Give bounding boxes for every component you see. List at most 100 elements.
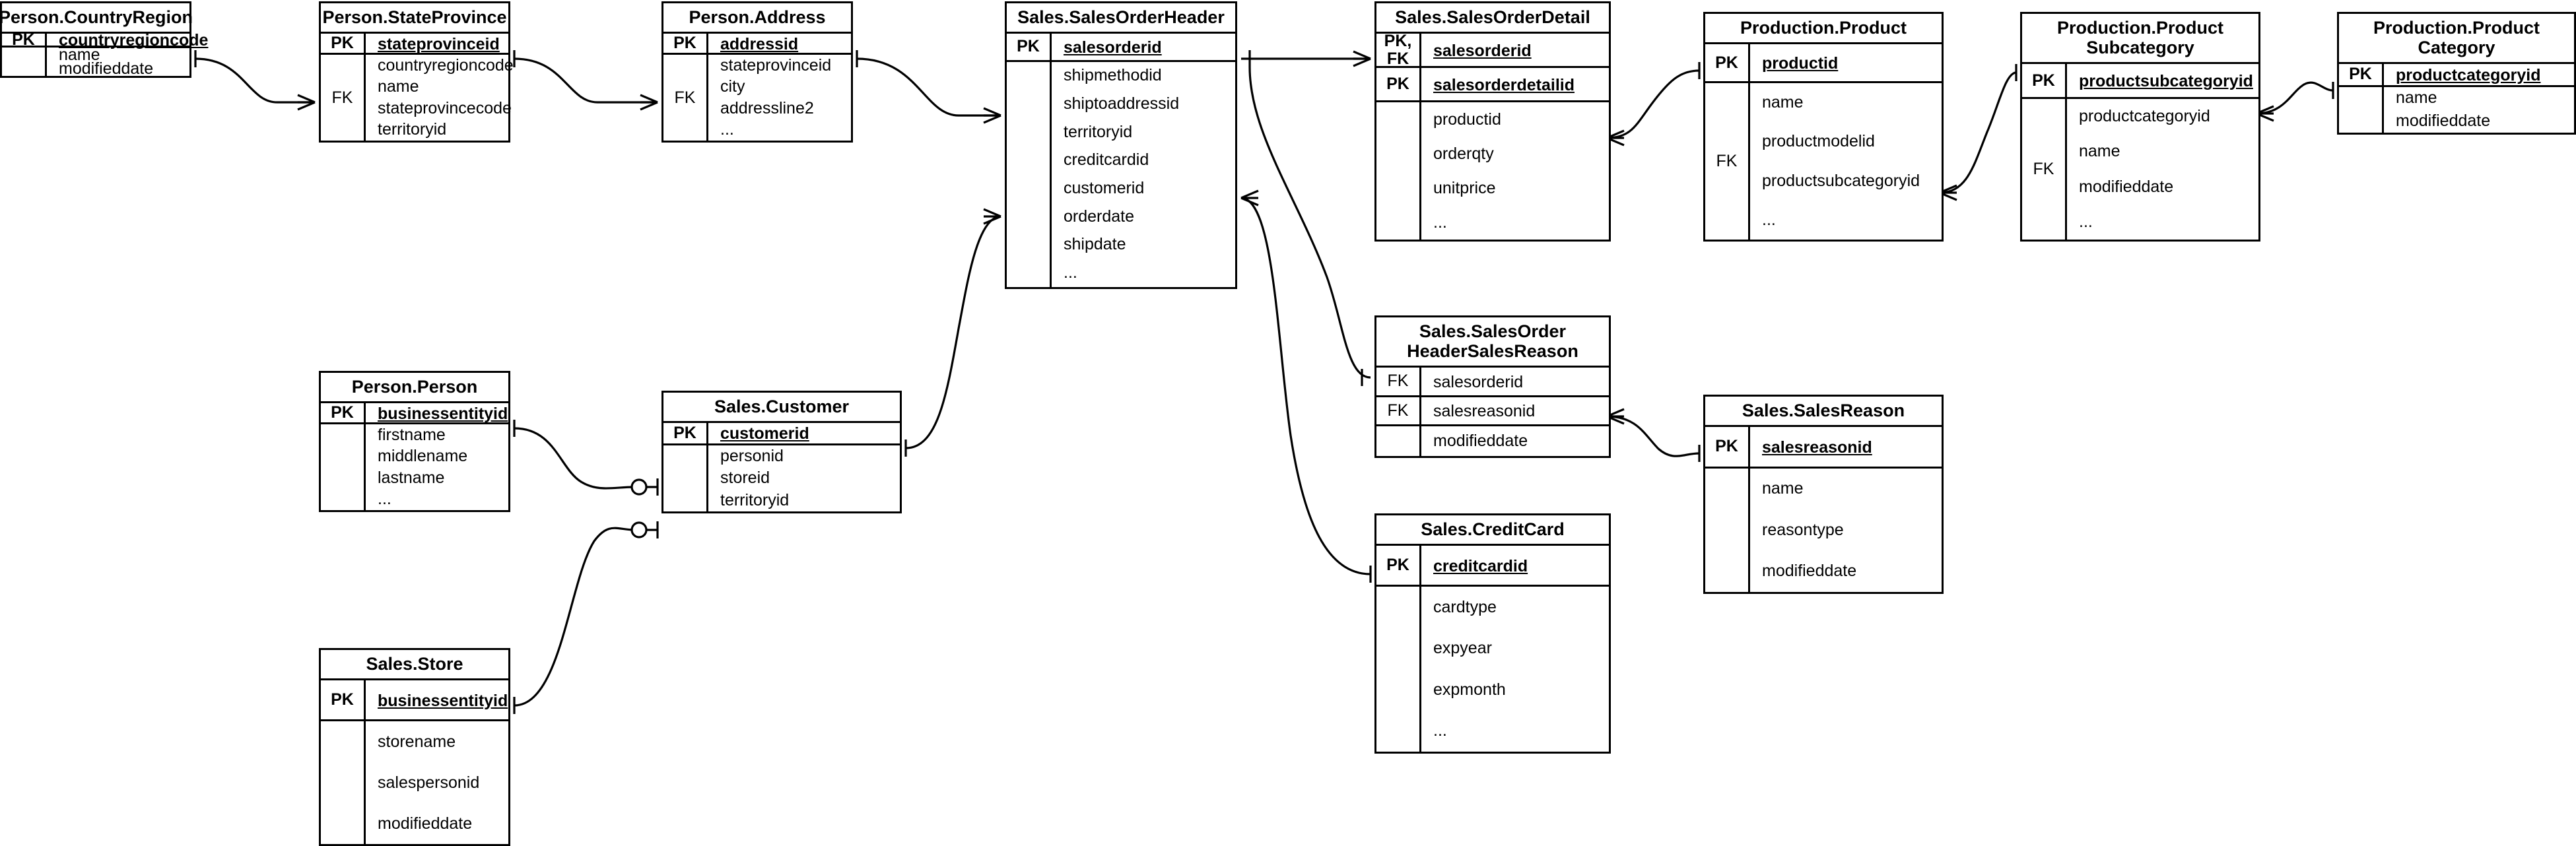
attribute-label: creditcardid xyxy=(1433,556,1528,575)
attribute-field[interactable]: modifieddate xyxy=(366,803,508,844)
attribute-field[interactable]: unitprice xyxy=(1421,171,1609,205)
attribute-field[interactable]: modifieddate xyxy=(47,59,189,78)
attribute-field[interactable]: city xyxy=(708,77,851,98)
attribute-field[interactable]: expmonth xyxy=(1421,669,1609,710)
connector-product-productsubcategory xyxy=(1939,64,2017,201)
attribute-primary-key[interactable]: salesorderid xyxy=(1052,34,1235,62)
attribute-field[interactable]: name xyxy=(366,77,514,98)
attribute-primary-key[interactable]: productcategoryid xyxy=(2384,64,2574,87)
attribute-primary-key[interactable]: addressid xyxy=(708,34,851,55)
attribute-field[interactable]: shipmethodid xyxy=(1052,62,1235,90)
attribute-primary-key[interactable]: businessentityid xyxy=(366,403,508,424)
attribute-field[interactable]: expyear xyxy=(1421,628,1609,669)
attribute-field[interactable]: name xyxy=(47,46,189,64)
attribute-label: productcategoryid xyxy=(2396,65,2541,84)
attribute-primary-key[interactable]: businessentityid xyxy=(366,680,508,721)
attribute-field[interactable]: addressline2 xyxy=(708,98,851,119)
attribute-field[interactable]: modifieddate xyxy=(2067,170,2258,205)
attribute-primary-key[interactable]: salesorderid xyxy=(1421,34,1609,68)
attribute-primary-key[interactable]: creditcardid xyxy=(1421,546,1609,587)
attribute-field[interactable]: middlename xyxy=(366,446,508,467)
attribute-field[interactable]: ... xyxy=(1750,201,1942,240)
attribute-primary-key[interactable]: customerid xyxy=(708,423,900,445)
attribute-field[interactable]: creditcardid xyxy=(1052,146,1235,175)
attribute-field[interactable]: lastname xyxy=(366,467,508,488)
attribute-field[interactable]: shiptoaddressid xyxy=(1052,90,1235,118)
attribute-field[interactable]: salespersonid xyxy=(366,762,508,803)
attribute-field[interactable]: salesorderid xyxy=(1421,368,1609,397)
attribute-primary-key[interactable]: salesreasonid xyxy=(1750,427,1942,469)
attribute-field[interactable]: name xyxy=(1750,469,1942,510)
attribute-field[interactable]: modifieddate xyxy=(2384,110,2574,133)
attribute-field[interactable]: shipdate xyxy=(1052,231,1235,259)
attribute-primary-key[interactable]: productid xyxy=(1750,44,1942,83)
attribute-field[interactable]: territoryid xyxy=(1052,118,1235,146)
attribute-field[interactable]: ... xyxy=(708,119,851,141)
attribute-field[interactable]: stateprovinceid xyxy=(708,55,851,76)
attribute-label: productsubcategoryid xyxy=(1762,171,1920,190)
attribute-field[interactable]: name xyxy=(2067,134,2258,169)
attribute-field[interactable]: storeid xyxy=(708,467,900,490)
attribute-field[interactable]: cardtype xyxy=(1421,587,1609,628)
attribute-field[interactable]: orderdate xyxy=(1052,203,1235,231)
attribute-field[interactable]: territoryid xyxy=(708,490,900,512)
key-badge xyxy=(1376,587,1421,752)
attribute-primary-key[interactable]: stateprovinceid xyxy=(366,34,508,55)
attribute-label: personid xyxy=(720,446,784,465)
attribute-label: cardtype xyxy=(1433,598,1497,617)
attribute-field[interactable]: ... xyxy=(2067,205,2258,240)
attribute-field[interactable]: modifieddate xyxy=(1421,426,1609,456)
attribute-field[interactable]: orderqty xyxy=(1421,137,1609,171)
attribute-primary-key[interactable]: salesorderdetailid xyxy=(1421,68,1609,102)
attribute-cells: salesorderid xyxy=(1421,34,1609,66)
attribute-label: expyear xyxy=(1433,639,1492,658)
attribute-cells: businessentityid xyxy=(366,680,508,719)
attribute-primary-key[interactable]: countryregioncode xyxy=(47,31,208,49)
attribute-label: territoryid xyxy=(1064,122,1133,141)
attribute-field[interactable]: customerid xyxy=(1052,174,1235,203)
attribute-field[interactable]: countryregioncode xyxy=(366,55,514,76)
attribute-group: modifieddate xyxy=(1376,426,1609,456)
key-badge xyxy=(1705,468,1750,592)
attribute-field[interactable]: ... xyxy=(366,489,508,510)
attribute-field[interactable]: productmodelid xyxy=(1750,122,1942,161)
attribute-label: name xyxy=(59,45,100,64)
attribute-primary-key[interactable]: productsubcategoryid xyxy=(2067,64,2258,99)
attribute-field[interactable]: ... xyxy=(1052,259,1235,287)
attribute-field[interactable]: firstname xyxy=(366,424,508,445)
attribute-field[interactable]: modifieddate xyxy=(1750,551,1942,593)
attribute-field[interactable]: ... xyxy=(1421,711,1609,752)
key-badge: PK xyxy=(663,34,708,53)
attribute-field[interactable]: name xyxy=(1750,83,1942,122)
attribute-field[interactable]: name xyxy=(2384,87,2574,110)
attribute-cells: cardtype expyear expmonth... xyxy=(1421,587,1609,752)
attribute-field[interactable]: productid xyxy=(1421,102,1609,137)
attribute-field[interactable]: storename xyxy=(366,721,508,762)
attribute-field[interactable]: productsubcategoryid xyxy=(1750,162,1942,201)
attribute-field[interactable]: ... xyxy=(1421,205,1609,240)
attribute-field[interactable]: territoryid xyxy=(366,119,514,141)
key-badge: FK xyxy=(321,55,366,141)
attribute-field[interactable]: personid xyxy=(708,445,900,468)
attribute-field[interactable]: productcategoryid xyxy=(2067,99,2258,134)
attribute-field[interactable]: salesreasonid xyxy=(1421,397,1609,427)
attribute-field[interactable]: stateprovincecode xyxy=(366,98,514,119)
attribute-field[interactable]: reasontype xyxy=(1750,509,1942,551)
